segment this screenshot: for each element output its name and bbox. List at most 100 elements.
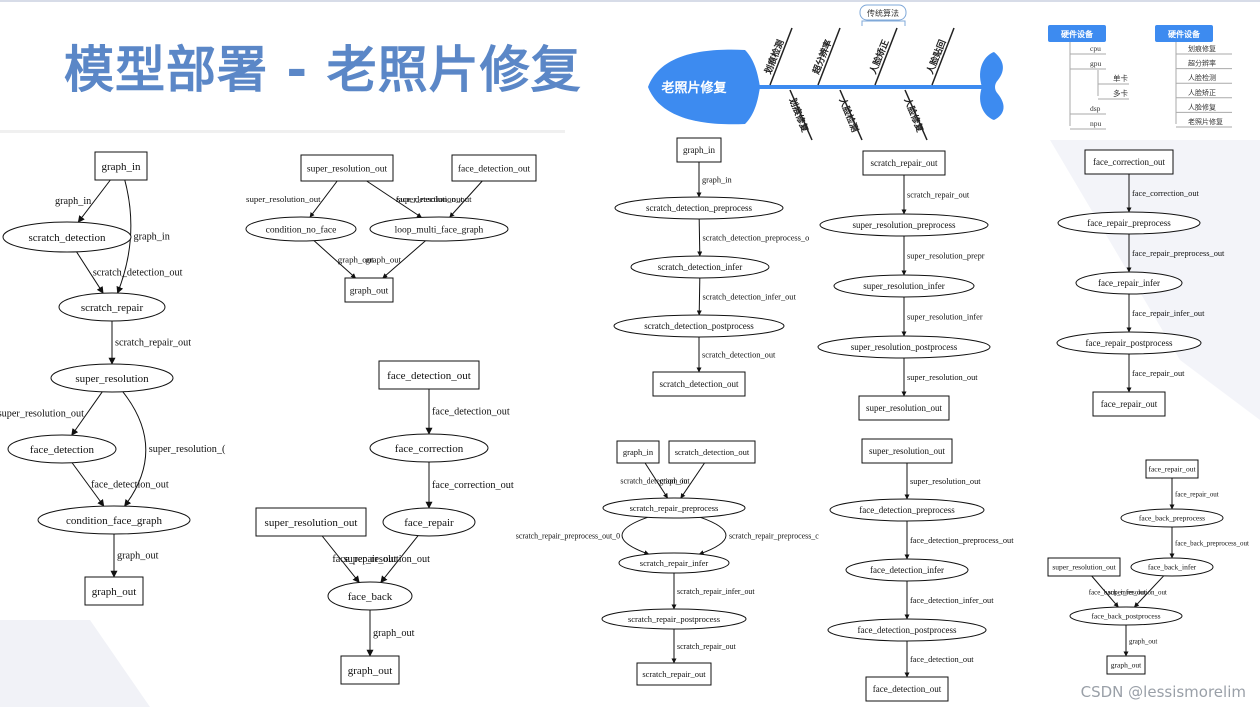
edge-arrow (313, 240, 356, 279)
graph-node-graph-out: graph_out (340, 655, 400, 685)
graph-node-scratch-detection-preprocess: scratch_detection_preprocess (614, 196, 784, 220)
node-box (652, 371, 746, 397)
node-ellipse (602, 497, 746, 519)
edge-label: face_repair_out (1175, 491, 1219, 499)
graph-node-face-back: face_back (327, 581, 413, 611)
node-box (858, 395, 950, 421)
node-ellipse (829, 498, 985, 522)
graph-node-condition-no-face: condition_no_face (245, 216, 357, 242)
node-ellipse (1130, 557, 1214, 577)
graph-node-face-detection-out: face_detection_out (865, 676, 949, 702)
fishbone-bottom-bone-label: 人脸检测 (837, 95, 861, 133)
graph-node-face-back-postprocess: face_back_postprocess (1069, 606, 1183, 626)
node-label: face_detection (30, 444, 95, 456)
fishbone-head-shape (648, 49, 760, 125)
fishbone-bottom-bone (839, 89, 863, 141)
fishbone-top-bone (874, 27, 898, 86)
hardware-left-item-npu: npu (1090, 119, 1102, 128)
node-label: condition_face_graph (66, 515, 162, 527)
edge-label: face_repair_out (1132, 369, 1185, 378)
node-box (255, 507, 367, 537)
hardware-right-item-0: 划痕修复 (1188, 44, 1216, 53)
graph-node-face-repair-out: face_repair_out (1145, 459, 1199, 479)
fishbone-head-label: 老照片修复 (660, 80, 727, 95)
edge-label: face_back_preprocess_out (1175, 540, 1249, 548)
graph-node-super-resolution-out: super_resolution_out (858, 395, 950, 421)
node-label: face_detection_out (387, 370, 471, 382)
node-label: scratch_repair_out (642, 669, 706, 679)
node-ellipse (614, 196, 784, 220)
node-label: super_resolution_out (307, 164, 388, 174)
node-label: graph_in (683, 145, 715, 155)
graph-node-scratch-repair-infer: scratch_repair_infer (618, 552, 730, 574)
node-label: face_repair_preprocess (1087, 218, 1171, 228)
graph-node-face-correction: face_correction (369, 433, 489, 463)
node-box (636, 662, 712, 686)
node-label: face_repair (404, 517, 454, 529)
node-ellipse (601, 608, 747, 630)
node-label: scratch_repair_infer (640, 558, 709, 568)
edge-label: super_resolution_out (907, 373, 978, 382)
edge-label: scratch_repair_out (115, 338, 191, 349)
graph-node-condition-face-graph: condition_face_graph (37, 505, 191, 535)
graph-node-scratch-detection-out: scratch_detection_out (668, 440, 756, 464)
node-label: face_repair_postprocess (1086, 338, 1173, 348)
node-label: face_back_preprocess (1139, 514, 1205, 523)
node-label: scratch_repair_out (871, 158, 938, 168)
edge-arrow (321, 535, 360, 584)
graph-node-scratch-detection: scratch_detection (2, 221, 132, 253)
node-label: face_back_postprocess (1091, 612, 1160, 621)
node-box (1084, 149, 1174, 175)
graph-node-scratch-detection-postprocess: scratch_detection_postprocess (613, 314, 785, 338)
edge-label: scratch_repair_preprocess_out_0 (516, 532, 620, 541)
fishbone-top-bone-label: 划痕检测 (762, 38, 786, 76)
edge-label: super_resolution_prepr (907, 252, 985, 261)
node-label: scratch_repair_postprocess (628, 614, 720, 624)
graph-node-graph-out: graph_out (344, 277, 394, 303)
node-box (451, 154, 537, 182)
node-ellipse (37, 505, 191, 535)
node-label: face_repair_out (1101, 399, 1158, 409)
node-label: face_repair_infer (1098, 278, 1160, 288)
node-label: super_resolution_out (265, 517, 358, 529)
edge-label: super_resolution_out (246, 194, 321, 204)
node-box (1092, 391, 1166, 417)
node-box (300, 154, 394, 182)
fishbone-top-bone (931, 27, 955, 86)
graph-node-face-detection-infer: face_detection_infer (845, 558, 969, 582)
node-label: super_resolution_out (866, 403, 942, 413)
graph-node-scratch-repair-out: scratch_repair_out (636, 662, 712, 686)
edge-arrow (122, 391, 147, 507)
edge-label: face_correction_out (432, 480, 514, 491)
edge-label: graph_in (55, 196, 91, 207)
node-ellipse (845, 558, 969, 582)
fishbone-bottom-bone-label: 人脸修复 (902, 95, 926, 134)
edge-arrow (621, 516, 650, 555)
edge-arrow (697, 218, 703, 257)
edge-arrow (449, 180, 483, 218)
fishbone-tail-shape (980, 52, 1004, 120)
graph-node-scratch-repair-preprocess: scratch_repair_preprocess (602, 497, 746, 519)
node-box (676, 137, 722, 163)
node-label: face_detection_out (873, 684, 942, 694)
graph-node-scratch-detection-infer: scratch_detection_infer (630, 255, 770, 279)
hardware-right-header: 硬件设备 (1168, 29, 1201, 39)
edge-label: face_detection_out (910, 655, 974, 664)
fishbone-top-label: 传统算法 (867, 8, 899, 18)
edge-label: scratch_detection_out (620, 477, 690, 486)
edge-label: super_resolution_out (0, 409, 84, 420)
graph-node-graph-in: graph_in (616, 440, 660, 464)
hardware-right-header-box (1155, 25, 1213, 42)
edge-label: face_detection_out (432, 407, 510, 418)
node-label: super_resolution (75, 373, 149, 385)
node-box (1047, 557, 1121, 577)
graph-node-super-resolution-infer: super_resolution_infer (833, 274, 975, 298)
hardware-left-item-gpu: gpu (1090, 59, 1102, 68)
edge-arrow (77, 179, 111, 223)
edge-arrow (680, 462, 705, 499)
node-ellipse (817, 335, 991, 359)
edge-label: graph_out (365, 254, 401, 264)
edge-label: scratch_repair_out (677, 642, 737, 651)
node-box (668, 440, 756, 464)
